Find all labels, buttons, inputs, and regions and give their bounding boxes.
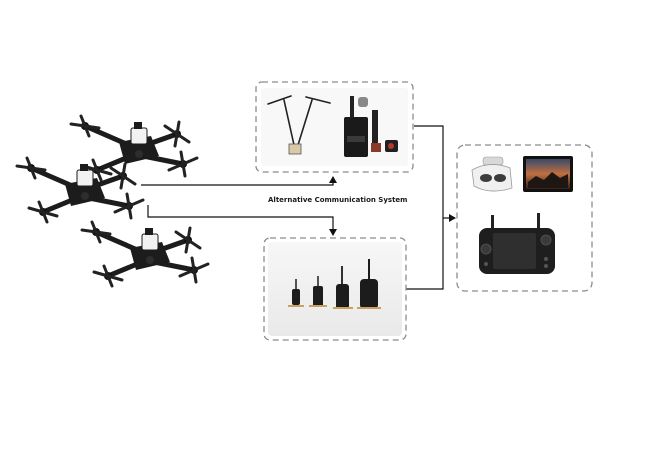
- handheld-ground-station-icon: [479, 213, 555, 274]
- fpv-goggles-icon: [471, 156, 513, 192]
- alternative-communication-label: Alternative Communication System: [268, 196, 408, 204]
- cylindrical-transmitter-icon: [309, 276, 327, 307]
- dipole-antenna-icon: [267, 95, 331, 155]
- analog-vtx-box: [255, 81, 414, 173]
- modules-merge-line: [406, 125, 444, 290]
- ground-station-box: [456, 144, 593, 292]
- connector-lines: [141, 125, 456, 290]
- cylindrical-transmitter-icon: [288, 279, 304, 307]
- digital-link-box: [263, 237, 407, 341]
- cylindrical-transmitter-icon: [333, 266, 353, 309]
- camera-module-icon: [385, 140, 398, 152]
- fpv-monitor-icon: [523, 156, 573, 192]
- cylindrical-transmitter-icon: [357, 259, 381, 309]
- drone-to-analog-arrow: [141, 176, 337, 186]
- drone-to-digital-arrow: [147, 205, 337, 236]
- video-transmitter-icon: [344, 96, 381, 157]
